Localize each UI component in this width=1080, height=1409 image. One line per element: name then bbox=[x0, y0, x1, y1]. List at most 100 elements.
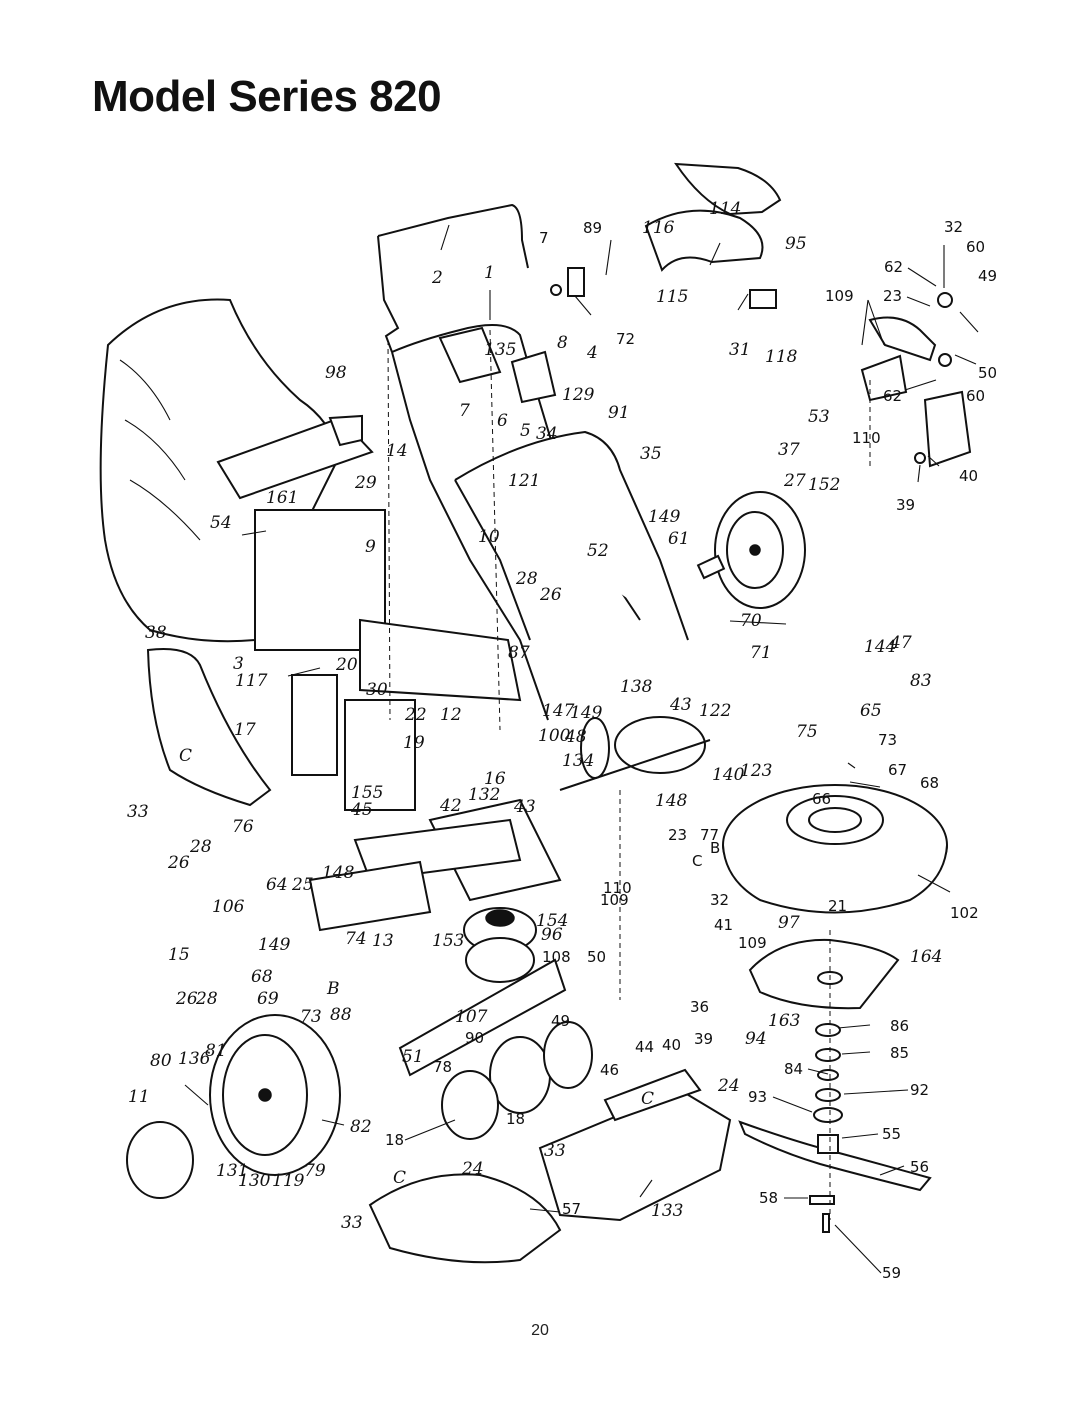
callout-25: 25 bbox=[291, 875, 314, 895]
callout-42: 42 bbox=[439, 796, 462, 816]
callout-c-4: C bbox=[393, 1168, 406, 1188]
callout-133: 133 bbox=[651, 1201, 683, 1221]
callout-56: 56 bbox=[910, 1158, 929, 1176]
callout-11: 11 bbox=[128, 1087, 150, 1107]
callout-47: 47 bbox=[889, 633, 912, 653]
callout-52: 52 bbox=[587, 541, 609, 561]
callout-22: 22 bbox=[404, 705, 427, 725]
callout-59: 59 bbox=[882, 1264, 901, 1282]
callout-15: 15 bbox=[168, 945, 190, 965]
callout-28: 28 bbox=[515, 569, 538, 589]
callout-149c: 149 bbox=[258, 935, 291, 955]
callout-61: 61 bbox=[668, 529, 690, 549]
callout-55: 55 bbox=[882, 1125, 901, 1143]
callout-86: 86 bbox=[890, 1017, 909, 1035]
callout-64: 64 bbox=[266, 875, 288, 895]
callout-57: 57 bbox=[562, 1200, 581, 1218]
callout-144: 144 bbox=[864, 637, 896, 657]
callout-62: 62 bbox=[884, 258, 903, 276]
front-wheel-illustration bbox=[126, 1014, 341, 1199]
callout-33: 33 bbox=[127, 802, 149, 822]
callout-114: 114 bbox=[709, 199, 741, 219]
callout-132: 132 bbox=[468, 785, 500, 805]
callout-23: 23 bbox=[883, 287, 902, 305]
callout-17: 17 bbox=[234, 720, 256, 740]
callout-134: 134 bbox=[562, 751, 594, 771]
callout-16: 16 bbox=[484, 769, 506, 789]
callout-138: 138 bbox=[620, 677, 653, 697]
callout-80: 80 bbox=[150, 1051, 172, 1071]
callout-b-1: B bbox=[326, 979, 340, 999]
callout-3: 3 bbox=[233, 654, 244, 674]
callout-93: 93 bbox=[748, 1088, 767, 1106]
callout-51: 51 bbox=[402, 1047, 424, 1067]
callout-97: 97 bbox=[778, 913, 800, 933]
callout-39b: 39 bbox=[694, 1030, 713, 1048]
callout-c-3: C bbox=[641, 1089, 654, 1109]
callout-7: 7 bbox=[539, 229, 549, 247]
callout-73b: 73 bbox=[300, 1007, 322, 1027]
callout-65: 65 bbox=[860, 701, 882, 721]
callout-115: 115 bbox=[656, 287, 688, 307]
callout-78: 78 bbox=[433, 1058, 452, 1076]
drive-assembly-illustration bbox=[308, 618, 711, 932]
callout-49b: 49 bbox=[551, 1012, 570, 1030]
callout-95: 95 bbox=[785, 234, 807, 254]
callout-35: 35 bbox=[640, 444, 662, 464]
callout-c-1: C bbox=[179, 746, 192, 766]
page-title: Model Series 820 bbox=[92, 72, 442, 121]
callout-163: 163 bbox=[768, 1011, 800, 1031]
callout-73: 73 bbox=[878, 731, 897, 749]
mower-deck-illustration bbox=[722, 784, 948, 914]
callout-31: 31 bbox=[729, 340, 751, 360]
callout-161: 161 bbox=[266, 488, 298, 508]
callout-2: 2 bbox=[431, 268, 443, 288]
callout-70: 70 bbox=[740, 611, 762, 631]
grass-bag-illustration bbox=[99, 298, 386, 651]
callout-28b: 28 bbox=[189, 837, 212, 857]
callout-85: 85 bbox=[890, 1044, 909, 1062]
callout-41: 41 bbox=[714, 916, 733, 934]
callout-6: 6 bbox=[497, 411, 508, 431]
alignment-dash-lines bbox=[387, 329, 871, 1220]
callout-46: 46 bbox=[600, 1061, 619, 1079]
callout-5: 5 bbox=[520, 421, 531, 441]
callout-26b: 26 bbox=[167, 853, 190, 873]
callout-75: 75 bbox=[796, 722, 818, 742]
callout-87: 87 bbox=[508, 643, 530, 663]
callout-118: 118 bbox=[765, 347, 798, 367]
callout-77: 77 bbox=[700, 826, 719, 844]
callout-21: 21 bbox=[828, 897, 847, 915]
callout-148b: 148 bbox=[322, 863, 355, 883]
callout-110b: 110 bbox=[603, 879, 632, 897]
callout-152: 152 bbox=[808, 475, 840, 495]
callout-109: 109 bbox=[825, 287, 854, 305]
callout-24b: 24 bbox=[461, 1159, 484, 1179]
callout-100: 100 bbox=[538, 726, 571, 746]
callout-164: 164 bbox=[910, 947, 942, 967]
callout-12: 12 bbox=[440, 705, 462, 725]
callout-9: 9 bbox=[365, 537, 376, 557]
callout-148: 148 bbox=[655, 791, 688, 811]
callout-60b: 60 bbox=[966, 387, 985, 405]
callout-149: 149 bbox=[648, 507, 681, 527]
callout-123: 123 bbox=[740, 761, 772, 781]
callout-68b: 68 bbox=[251, 967, 273, 987]
callout-92: 92 bbox=[910, 1081, 929, 1099]
callout-8: 8 bbox=[557, 333, 568, 353]
callout-49: 49 bbox=[978, 267, 997, 285]
callout-131: 131 bbox=[216, 1161, 248, 1181]
callout-39: 39 bbox=[896, 496, 915, 514]
callout-labels: 2 1 7 89 116 114 95 115 72 31 118 135 8 … bbox=[127, 199, 997, 1282]
callout-107: 107 bbox=[455, 1007, 488, 1027]
callout-30: 30 bbox=[366, 680, 388, 700]
callout-58: 58 bbox=[759, 1189, 778, 1207]
callout-37: 37 bbox=[778, 440, 800, 460]
callout-34: 34 bbox=[536, 424, 558, 444]
callout-26c: 26 bbox=[175, 989, 198, 1009]
callout-74: 74 bbox=[345, 929, 367, 949]
height-adjuster-illustration bbox=[860, 292, 972, 468]
handle-assembly-illustration bbox=[377, 203, 689, 721]
callout-32: 32 bbox=[944, 218, 963, 236]
callout-48: 48 bbox=[564, 727, 587, 747]
